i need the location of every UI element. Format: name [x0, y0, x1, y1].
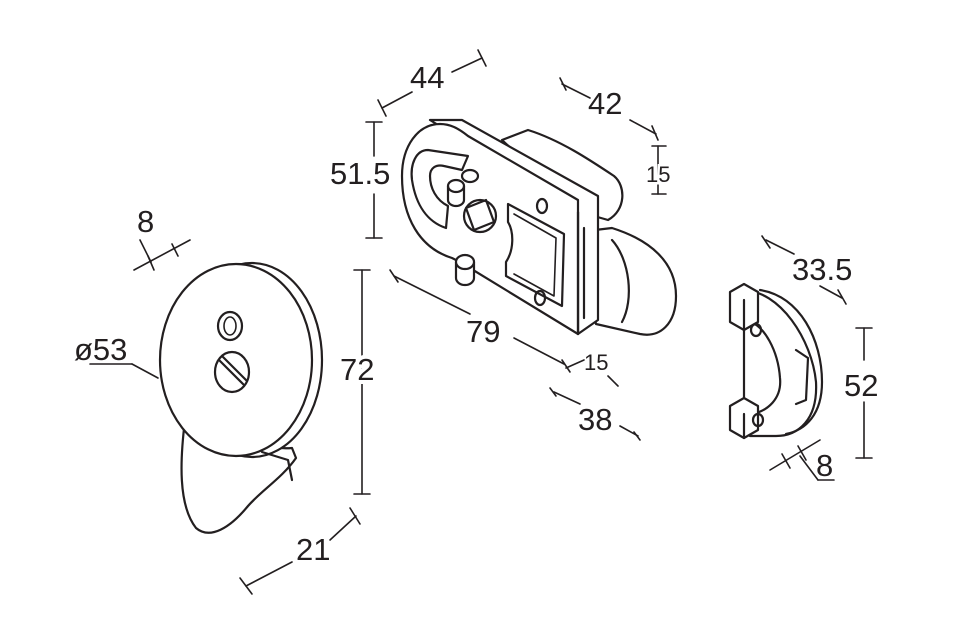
dim-lock-height: 51.5 — [330, 156, 390, 191]
dim-lock-bolt-length: 38 — [578, 402, 612, 437]
dim-keeper-height: 52 — [844, 368, 878, 403]
knob-face — [158, 262, 314, 458]
lock-body — [400, 118, 678, 336]
dim-knob-width: 8 — [137, 204, 154, 239]
lock-dimensions: 44 51.5 79 15 38 42 15 — [330, 49, 673, 441]
knob-dimensions: 8 ø53 72 21 — [74, 204, 378, 595]
knob-assembly — [158, 261, 324, 534]
indicator-window — [216, 310, 244, 342]
dim-knob-diameter: ø53 — [74, 332, 127, 367]
dim-keeper-depth: 8 — [816, 448, 833, 483]
dim-lock-length: 79 — [466, 314, 500, 349]
dim-lock-bolt-depth: 42 — [588, 86, 622, 121]
keeper-dimensions: 33.5 52 8 — [761, 235, 878, 483]
plate-slot — [410, 148, 470, 230]
plate-window — [504, 202, 566, 308]
dim-lock-bolt-height: 15 — [646, 162, 670, 187]
dim-knob-depth: 21 — [296, 532, 330, 567]
keeper — [728, 282, 824, 440]
dim-knob-height: 72 — [340, 352, 374, 387]
screw-head — [213, 350, 251, 394]
dim-lock-bolt-width: 15 — [584, 350, 608, 375]
bolt-tongue — [576, 226, 678, 336]
dim-lock-top-width: 44 — [410, 60, 444, 95]
dim-keeper-width: 33.5 — [792, 252, 852, 287]
